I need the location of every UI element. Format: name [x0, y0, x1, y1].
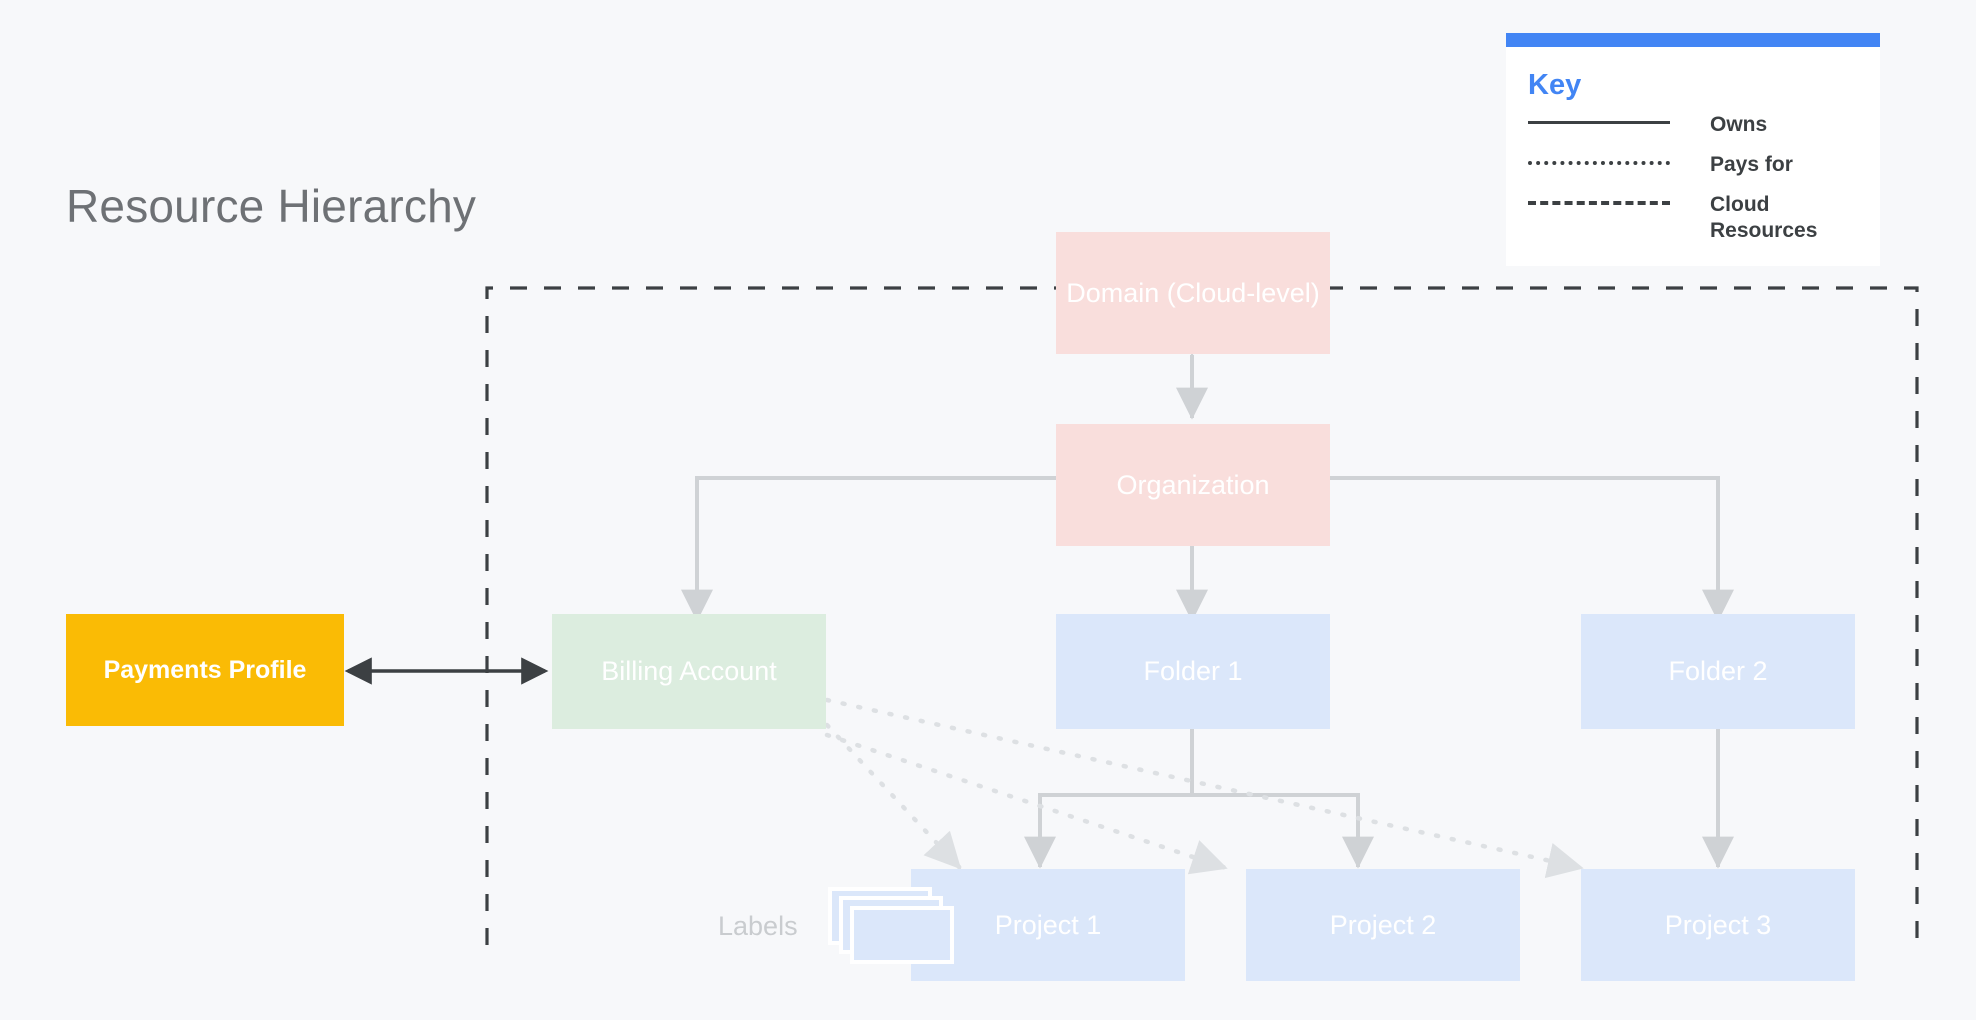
legend-key: Key Owns Pays for Cloud Resources	[1506, 33, 1880, 267]
node-folder-2[interactable]: Folder 2	[1581, 614, 1855, 729]
legend-accent-bar	[1506, 33, 1880, 47]
node-project-1[interactable]: Project 1	[911, 869, 1185, 981]
node-domain[interactable]: Domain (Cloud-level)	[1056, 232, 1330, 354]
node-project-3[interactable]: Project 3	[1581, 869, 1855, 981]
legend-item-pays-for: Pays for	[1528, 152, 1858, 178]
edge-billing-project1	[824, 722, 963, 871]
node-folder-1[interactable]: Folder 1	[1056, 614, 1330, 729]
node-billing-account-label: Billing Account	[601, 656, 777, 687]
node-folder-1-label: Folder 1	[1143, 656, 1243, 687]
legend-item-pays-for-label: Pays for	[1710, 153, 1793, 177]
legend-line-dashed	[1528, 192, 1670, 214]
legend-item-cloud-resources-label: Cloud Resources	[1710, 193, 1818, 243]
legend-line-dotted	[1528, 152, 1670, 174]
node-project-3-label: Project 3	[1664, 909, 1772, 940]
labels-caption: Labels	[718, 911, 798, 941]
node-organization-label: Organization	[1116, 469, 1270, 500]
legend-item-cloud-resources: Cloud Resources	[1528, 192, 1858, 244]
page-title: Resource Hierarchy	[66, 180, 477, 232]
legend-item-owns-label: Owns	[1710, 113, 1768, 136]
edge-folder1-project1	[1024, 725, 1194, 869]
stacked-cards-icon	[828, 887, 958, 967]
node-project-2-label: Project 2	[1329, 909, 1437, 940]
legend-heading: Key	[1528, 69, 1582, 101]
legend-line-solid	[1528, 112, 1670, 134]
node-domain-label: Domain (Cloud-level)	[1066, 277, 1320, 308]
edge-folder1-project2	[1190, 725, 1374, 869]
node-payments-profile[interactable]: Payments Profile	[66, 614, 344, 726]
node-project-1-label: Project 1	[994, 909, 1102, 940]
legend-item-owns: Owns	[1528, 112, 1858, 138]
edge-billing-project2	[824, 732, 1229, 875]
stacked-card-front	[850, 906, 954, 964]
node-project-2[interactable]: Project 2	[1246, 869, 1520, 981]
node-organization[interactable]: Organization	[1056, 424, 1330, 546]
node-billing-account[interactable]: Billing Account	[552, 614, 826, 729]
node-folder-2-label: Folder 2	[1668, 656, 1768, 687]
node-payments-profile-label: Payments Profile	[103, 656, 307, 684]
